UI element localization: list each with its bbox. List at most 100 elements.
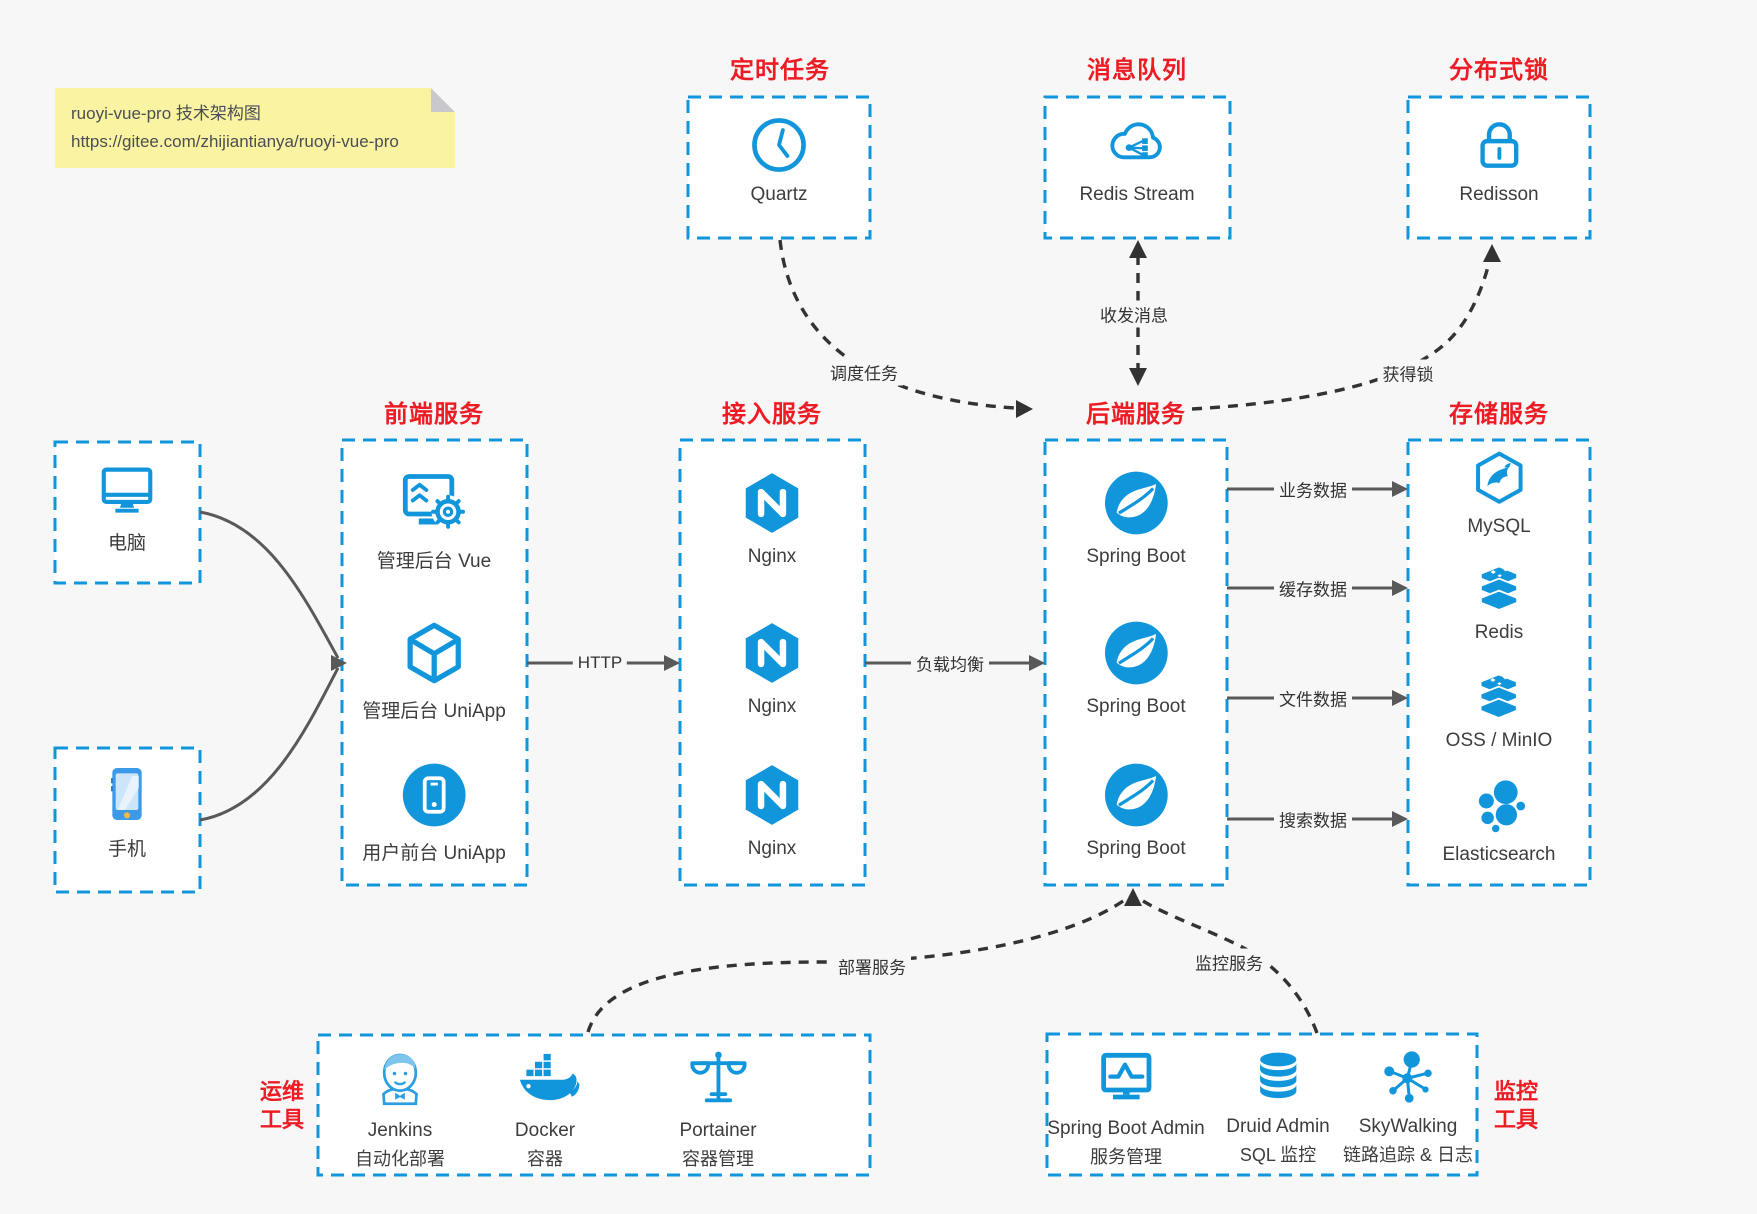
node-label: Elasticsearch bbox=[1442, 844, 1556, 865]
node-label: Spring Boot bbox=[1086, 838, 1186, 859]
elasticsearch-icon bbox=[1478, 780, 1525, 833]
node-pc: 电脑 bbox=[96, 458, 158, 555]
node-label: Nginx bbox=[747, 696, 797, 717]
node-docker: Docker 容器 bbox=[510, 1046, 580, 1171]
node-spring-boot-1: Spring Boot bbox=[1086, 468, 1186, 568]
node-redis-stream: Redis Stream bbox=[1079, 114, 1195, 206]
clock-icon bbox=[752, 118, 806, 172]
node-admin-vue: 管理后台 Vue bbox=[377, 466, 491, 573]
node-label: 管理后台 UniApp bbox=[362, 701, 506, 722]
edge-schedule-task bbox=[778, 239, 1015, 410]
node-label: Redisson bbox=[1459, 184, 1539, 205]
edge-label-file-data: 文件数据 bbox=[1274, 684, 1352, 712]
solid-arrowheads bbox=[331, 481, 1408, 827]
node-label: Nginx bbox=[747, 838, 797, 859]
node-nginx-2: Nginx bbox=[737, 618, 807, 718]
node-name: SkyWalking bbox=[1358, 1116, 1458, 1137]
node-portainer: Portainer 容器管理 bbox=[679, 1046, 757, 1171]
node-desc: 自动化部署 bbox=[355, 1149, 445, 1169]
edge-label-business-data: 业务数据 bbox=[1274, 475, 1352, 503]
node-spring-boot-2: Spring Boot bbox=[1086, 618, 1186, 718]
node-user-uniapp: 用户前台 UniApp bbox=[362, 760, 506, 865]
edge-label-http: HTTP bbox=[572, 652, 628, 674]
edge-label-monitor-service: 监控服务 bbox=[1190, 948, 1268, 976]
edge-pc-to-frontend bbox=[199, 510, 340, 659]
uniapp-cube-icon bbox=[407, 622, 461, 684]
node-label: Spring Boot bbox=[1086, 696, 1186, 717]
title-scheduled-task: 定时任务 bbox=[730, 57, 830, 84]
node-desc: 服务管理 bbox=[1090, 1147, 1162, 1167]
druid-icon bbox=[1259, 1052, 1297, 1099]
mysql-icon bbox=[1475, 451, 1523, 504]
node-name: Jenkins bbox=[367, 1120, 433, 1141]
node-label: OSS / MinIO bbox=[1445, 730, 1553, 751]
smartphone-icon bbox=[111, 768, 142, 820]
node-label: Nginx bbox=[747, 546, 797, 567]
edge-monitor-service bbox=[1142, 899, 1319, 1034]
note-text: ruoyi-vue-pro 技术架构图 https://gitee.com/zh… bbox=[55, 88, 455, 156]
node-mysql: MySQL bbox=[1467, 448, 1531, 538]
node-druid-admin: Druid Admin SQL 监控 bbox=[1226, 1046, 1330, 1167]
desktop-icon bbox=[101, 467, 153, 513]
jenkins-icon bbox=[382, 1053, 418, 1106]
nginx-icon bbox=[745, 765, 799, 825]
oss-stack-icon bbox=[1479, 673, 1519, 719]
node-redis: Redis bbox=[1470, 560, 1528, 644]
node-spring-boot-admin: Spring Boot Admin 服务管理 bbox=[1047, 1046, 1205, 1169]
edge-label-acquire-lock: 获得锁 bbox=[1377, 359, 1439, 387]
nginx-icon bbox=[745, 623, 799, 683]
node-skywalking: SkyWalking 链路追踪 & 日志 bbox=[1343, 1046, 1473, 1167]
node-label: Spring Boot bbox=[1086, 546, 1186, 567]
node-label: Quartz bbox=[750, 184, 808, 205]
sticky-note: ruoyi-vue-pro 技术架构图 https://gitee.com/zh… bbox=[55, 88, 455, 168]
dashed-arrowheads bbox=[1016, 240, 1501, 906]
edge-label-deploy-service: 部署服务 bbox=[833, 952, 911, 980]
portainer-icon bbox=[689, 1051, 747, 1103]
node-admin-uniapp: 管理后台 UniApp bbox=[362, 618, 506, 723]
nginx-icon bbox=[745, 473, 799, 533]
node-elasticsearch: Elasticsearch bbox=[1443, 776, 1556, 866]
spring-icon bbox=[1104, 763, 1168, 827]
node-desc: 容器管理 bbox=[681, 1149, 754, 1169]
title-ops-tools: 运维 工具 bbox=[259, 1079, 304, 1132]
node-label: Redis Stream bbox=[1079, 184, 1195, 205]
spring-boot-admin-icon bbox=[1100, 1052, 1152, 1100]
title-backend-services: 后端服务 bbox=[1086, 401, 1186, 428]
node-label: MySQL bbox=[1467, 516, 1531, 537]
node-oss-minio: OSS / MinIO bbox=[1445, 668, 1553, 752]
node-nginx-1: Nginx bbox=[737, 468, 807, 568]
lock-icon bbox=[1480, 122, 1518, 168]
skywalking-icon bbox=[1384, 1051, 1432, 1103]
node-desc: SQL 监控 bbox=[1239, 1145, 1317, 1165]
edge-label-search-data: 搜索数据 bbox=[1274, 805, 1352, 833]
node-redisson: Redisson bbox=[1459, 114, 1539, 206]
node-phone: 手机 bbox=[95, 762, 159, 861]
node-quartz: Quartz bbox=[748, 114, 810, 206]
node-label: 手机 bbox=[107, 839, 146, 860]
dashed-boxes bbox=[53, 95, 1592, 1177]
node-desc: 链路追踪 & 日志 bbox=[1342, 1145, 1474, 1165]
node-nginx-3: Nginx bbox=[737, 760, 807, 860]
title-message-queue: 消息队列 bbox=[1087, 57, 1187, 84]
title-frontend-services: 前端服务 bbox=[384, 401, 484, 428]
edge-acquire-lock bbox=[1191, 258, 1492, 411]
message-queue-box bbox=[1043, 95, 1232, 240]
note-url: https://gitee.com/zhijiantianya/ruoyi-vu… bbox=[71, 132, 399, 151]
node-label: Redis bbox=[1474, 622, 1524, 643]
edge-deploy-service bbox=[586, 897, 1127, 1033]
node-jenkins: Jenkins 自动化部署 bbox=[355, 1046, 445, 1171]
edge-label-cache-data: 缓存数据 bbox=[1274, 574, 1352, 602]
node-name: Druid Admin bbox=[1226, 1116, 1330, 1137]
node-name: Docker bbox=[514, 1120, 576, 1141]
title-storage-services: 存储服务 bbox=[1449, 401, 1549, 428]
title-gateway-services: 接入服务 bbox=[722, 401, 822, 428]
redis-stack-icon bbox=[1479, 565, 1519, 611]
node-label: 用户前台 UniApp bbox=[362, 843, 506, 864]
node-label: 管理后台 Vue bbox=[376, 551, 492, 572]
node-name: Portainer bbox=[679, 1120, 757, 1141]
user-app-icon bbox=[402, 763, 466, 827]
node-spring-boot-3: Spring Boot bbox=[1086, 760, 1186, 860]
title-monitor-tools: 监控 工具 bbox=[1493, 1079, 1538, 1132]
edge-label-load-balance: 负载均衡 bbox=[911, 649, 989, 677]
